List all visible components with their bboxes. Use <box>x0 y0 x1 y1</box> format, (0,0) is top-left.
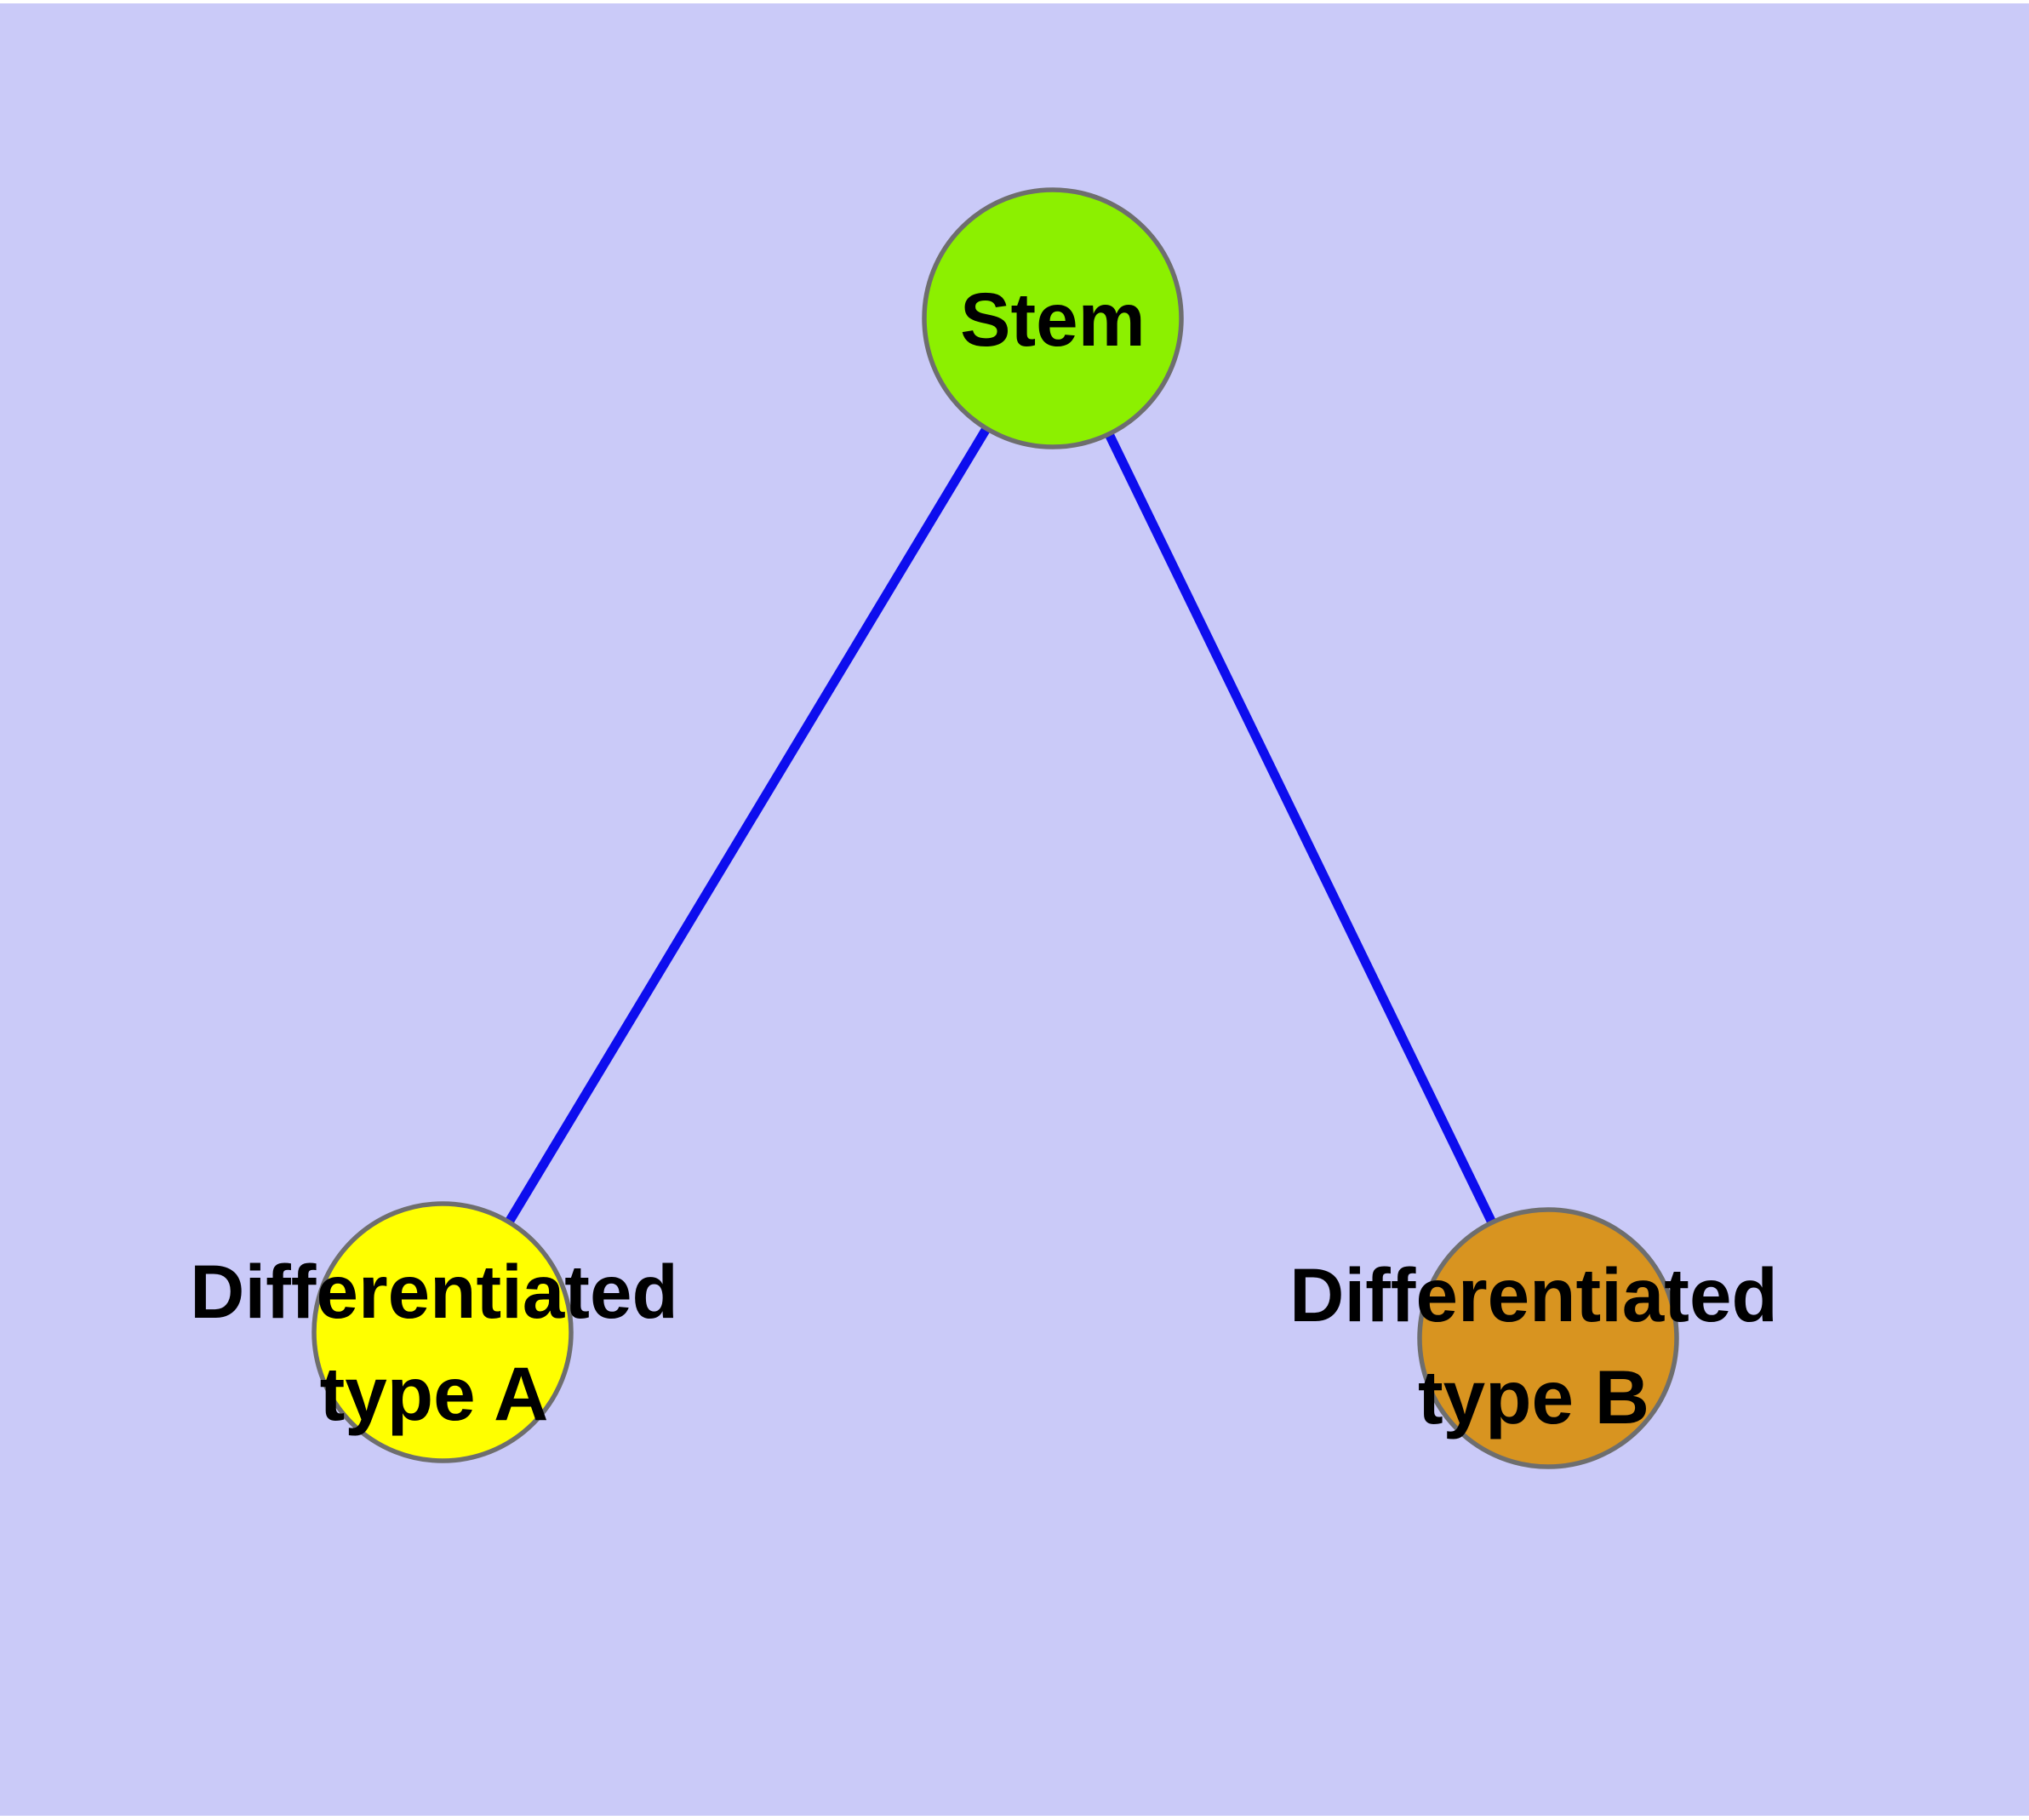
differentiated-type-b-label-line1: Differentiated <box>1289 1252 1778 1337</box>
stem-node-circle[interactable] <box>922 187 1184 449</box>
edge-stem-to-type-a <box>438 316 1057 1335</box>
differentiated-type-a-node-circle[interactable] <box>311 1201 574 1463</box>
differentiated-type-b-label-line2: type B <box>1418 1354 1649 1439</box>
node-differentiated-type-b[interactable]: Differentiated type B <box>1289 1207 1778 1469</box>
differentiated-type-a-label-line1: Differentiated <box>190 1249 678 1334</box>
differentiated-type-b-node-circle[interactable] <box>1417 1207 1679 1469</box>
stem-node-label: Stem <box>960 277 1146 362</box>
node-stem[interactable]: Stem <box>922 187 1184 449</box>
edge-stem-to-type-b <box>1049 316 1552 1341</box>
differentiated-type-a-label-line2: type A <box>320 1351 549 1436</box>
node-differentiated-type-a[interactable]: Differentiated type A <box>190 1201 678 1463</box>
